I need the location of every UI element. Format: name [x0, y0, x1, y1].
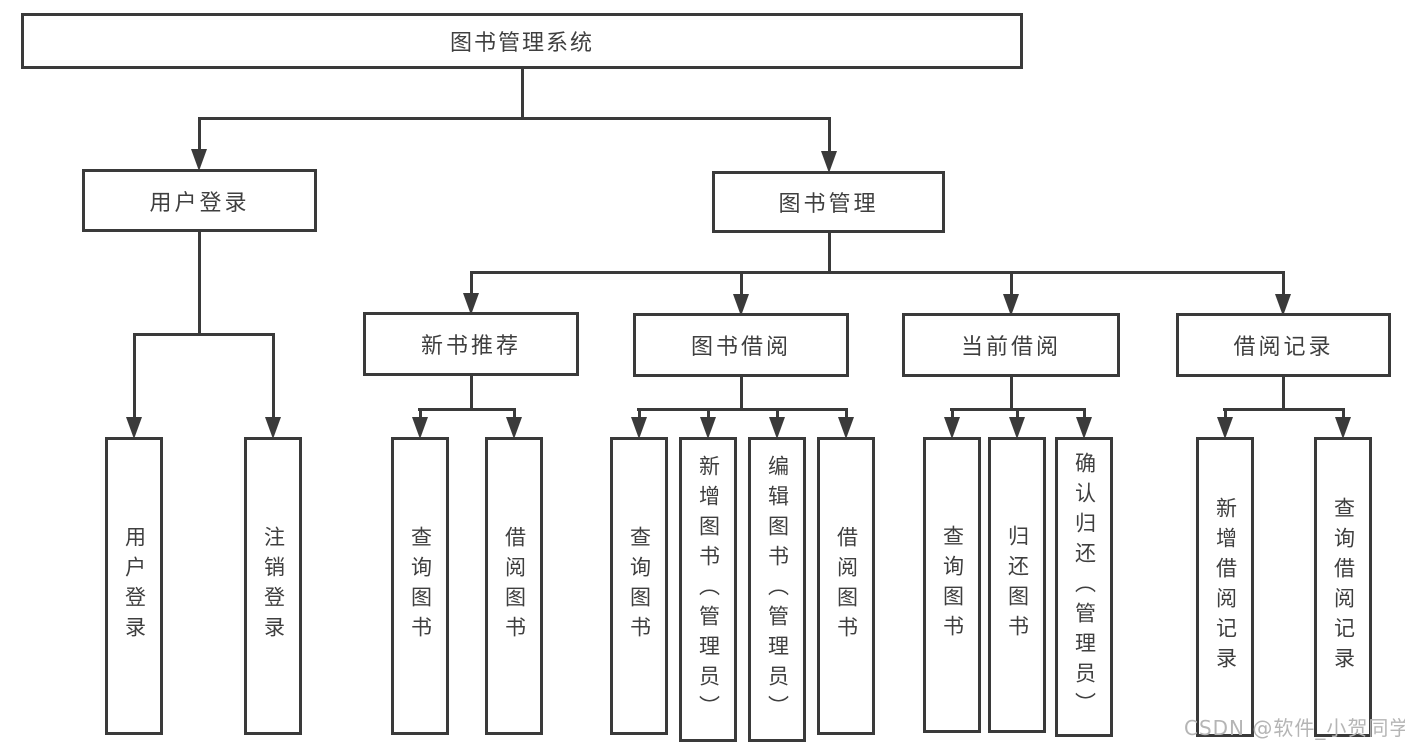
- connector-line: [520, 69, 524, 118]
- node-label: 查询图书: [940, 525, 965, 645]
- node-leaf-confirm-return-admin: 确认归还（管理员）: [1055, 437, 1113, 737]
- connector-line: [132, 334, 136, 422]
- node-label: 编辑图书（管理员）: [765, 454, 790, 725]
- node-book-management: 图书管理: [712, 171, 945, 233]
- node-leaf-user-login: 用户登录: [105, 437, 163, 735]
- arrowhead-down-icon: [1076, 417, 1092, 439]
- connector-line: [739, 272, 743, 297]
- connector-line: [197, 118, 201, 155]
- node-label: 注销登录: [261, 526, 286, 646]
- node-label: 图书借阅: [690, 335, 791, 360]
- node-label: 新书推荐: [420, 334, 521, 359]
- connector-line: [198, 116, 831, 120]
- connector-line: [706, 409, 710, 421]
- node-leaf-borrow-book-recommend: 借阅图书: [485, 437, 543, 735]
- node-current-borrow: 当前借阅: [902, 313, 1120, 377]
- arrowhead-down-icon: [1335, 417, 1351, 439]
- node-leaf-add-book-admin: 新增图书（管理员）: [679, 437, 737, 742]
- node-leaf-borrow-book: 借阅图书: [817, 437, 875, 735]
- arrowhead-down-icon: [631, 417, 647, 439]
- csdn-watermark: CSDN @软件_小贺同学: [1184, 716, 1405, 740]
- arrowhead-down-icon: [838, 417, 854, 439]
- node-leaf-edit-book-admin: 编辑图书（管理员）: [748, 437, 806, 742]
- node-label: 用户登录: [122, 526, 147, 646]
- connector-line: [637, 407, 848, 411]
- arrowhead-down-icon: [700, 417, 716, 439]
- arrowhead-down-icon: [412, 417, 428, 439]
- node-label: 用户登录: [149, 190, 250, 216]
- arrowhead-down-icon: [126, 417, 142, 439]
- arrowhead-down-icon: [1275, 294, 1291, 316]
- connector-line: [470, 270, 1285, 274]
- node-label: 当前借阅: [960, 335, 1061, 360]
- arrowhead-down-icon: [506, 417, 522, 439]
- node-label: 借阅记录: [1233, 335, 1334, 360]
- node-leaf-query-book-borrow: 查询图书: [610, 437, 668, 735]
- arrowhead-down-icon: [1217, 417, 1233, 439]
- connector-line: [739, 377, 743, 411]
- arrowhead-down-icon: [944, 417, 960, 439]
- arrowhead-down-icon: [463, 293, 479, 315]
- connector-line: [1341, 409, 1345, 421]
- node-label: 查询借阅记录: [1331, 497, 1356, 677]
- connector-line: [469, 376, 473, 411]
- arrowhead-down-icon: [769, 417, 785, 439]
- connector-line: [844, 409, 848, 421]
- connector-line: [469, 272, 473, 297]
- connector-line: [512, 409, 516, 421]
- node-label: 图书管理系统: [449, 31, 594, 56]
- connector-line: [950, 409, 954, 421]
- arrowhead-down-icon: [265, 417, 281, 439]
- connector-line: [133, 332, 275, 336]
- connector-line: [637, 409, 641, 421]
- connector-line: [1009, 272, 1013, 297]
- arrowhead-down-icon: [1003, 294, 1019, 316]
- arrowhead-down-icon: [733, 294, 749, 316]
- connector-line: [950, 407, 1086, 411]
- node-leaf-logout: 注销登录: [244, 437, 302, 735]
- arrowhead-down-icon: [821, 151, 837, 173]
- connector-line: [1223, 409, 1227, 421]
- node-new-book-recommend: 新书推荐: [363, 312, 579, 376]
- node-user-login: 用户登录: [82, 169, 317, 232]
- node-label: 新增图书（管理员）: [696, 454, 721, 725]
- connector-line: [418, 407, 516, 411]
- connector-line: [827, 233, 831, 274]
- node-label: 查询图书: [627, 526, 652, 646]
- connector-line: [775, 409, 779, 421]
- node-borrow-record: 借阅记录: [1176, 313, 1391, 377]
- node-label: 借阅图书: [502, 526, 527, 646]
- node-label: 归还图书: [1005, 525, 1030, 645]
- node-root: 图书管理系统: [21, 13, 1023, 69]
- node-leaf-query-borrow-record: 查询借阅记录: [1314, 437, 1372, 737]
- connector-line: [1082, 409, 1086, 421]
- connector-line: [1281, 272, 1285, 297]
- node-label: 确认归还（管理员）: [1072, 452, 1097, 722]
- arrowhead-down-icon: [1009, 417, 1025, 439]
- node-label: 新增借阅记录: [1213, 497, 1238, 677]
- node-leaf-return-book: 归还图书: [988, 437, 1046, 733]
- node-label: 查询图书: [408, 526, 433, 646]
- connector-line: [1009, 377, 1013, 411]
- connector-line: [1223, 407, 1345, 411]
- connector-line: [271, 334, 275, 422]
- node-leaf-query-book-recommend: 查询图书: [391, 437, 449, 735]
- connector-line: [1015, 409, 1019, 421]
- arrowhead-down-icon: [191, 149, 207, 171]
- node-leaf-query-book-current: 查询图书: [923, 437, 981, 733]
- connector-line: [418, 409, 422, 421]
- node-book-borrow: 图书借阅: [633, 313, 849, 377]
- connector-line: [827, 118, 831, 155]
- node-leaf-add-borrow-record: 新增借阅记录: [1196, 437, 1254, 737]
- connector-line: [197, 232, 201, 336]
- connector-line: [1281, 377, 1285, 411]
- node-label: 借阅图书: [834, 526, 859, 646]
- node-label: 图书管理: [778, 192, 879, 217]
